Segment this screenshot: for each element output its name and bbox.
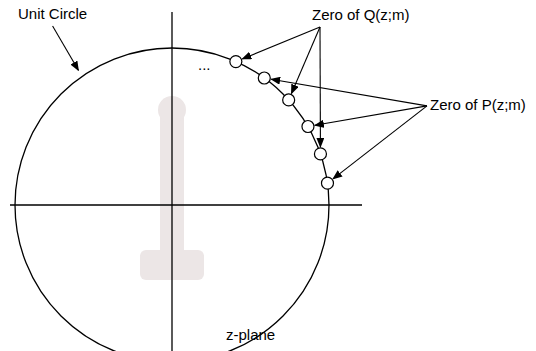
zero-marker — [258, 72, 270, 84]
zero-marker — [314, 148, 326, 160]
leader-arrow — [315, 106, 427, 125]
ellipsis-mark: ... — [198, 56, 211, 74]
real-axis — [10, 204, 362, 205]
zero-p-label: Zero of P(z;m) — [430, 96, 526, 114]
zero-marker — [321, 177, 333, 189]
zero-markers — [230, 56, 334, 190]
imag-axis — [171, 12, 172, 351]
circle-label: Unit Circle — [18, 5, 87, 23]
zero-marker — [302, 121, 314, 133]
zero-marker — [230, 56, 242, 68]
zero-q-label: Zero of Q(z;m) — [312, 6, 410, 24]
unit-circle — [15, 48, 329, 351]
leader-arrow — [333, 106, 427, 179]
leader-arrow — [271, 79, 427, 106]
zero-marker — [283, 94, 295, 106]
leader-arrow — [53, 26, 79, 70]
leader-arrows — [53, 26, 427, 179]
plane-label: z-plane — [226, 326, 275, 344]
